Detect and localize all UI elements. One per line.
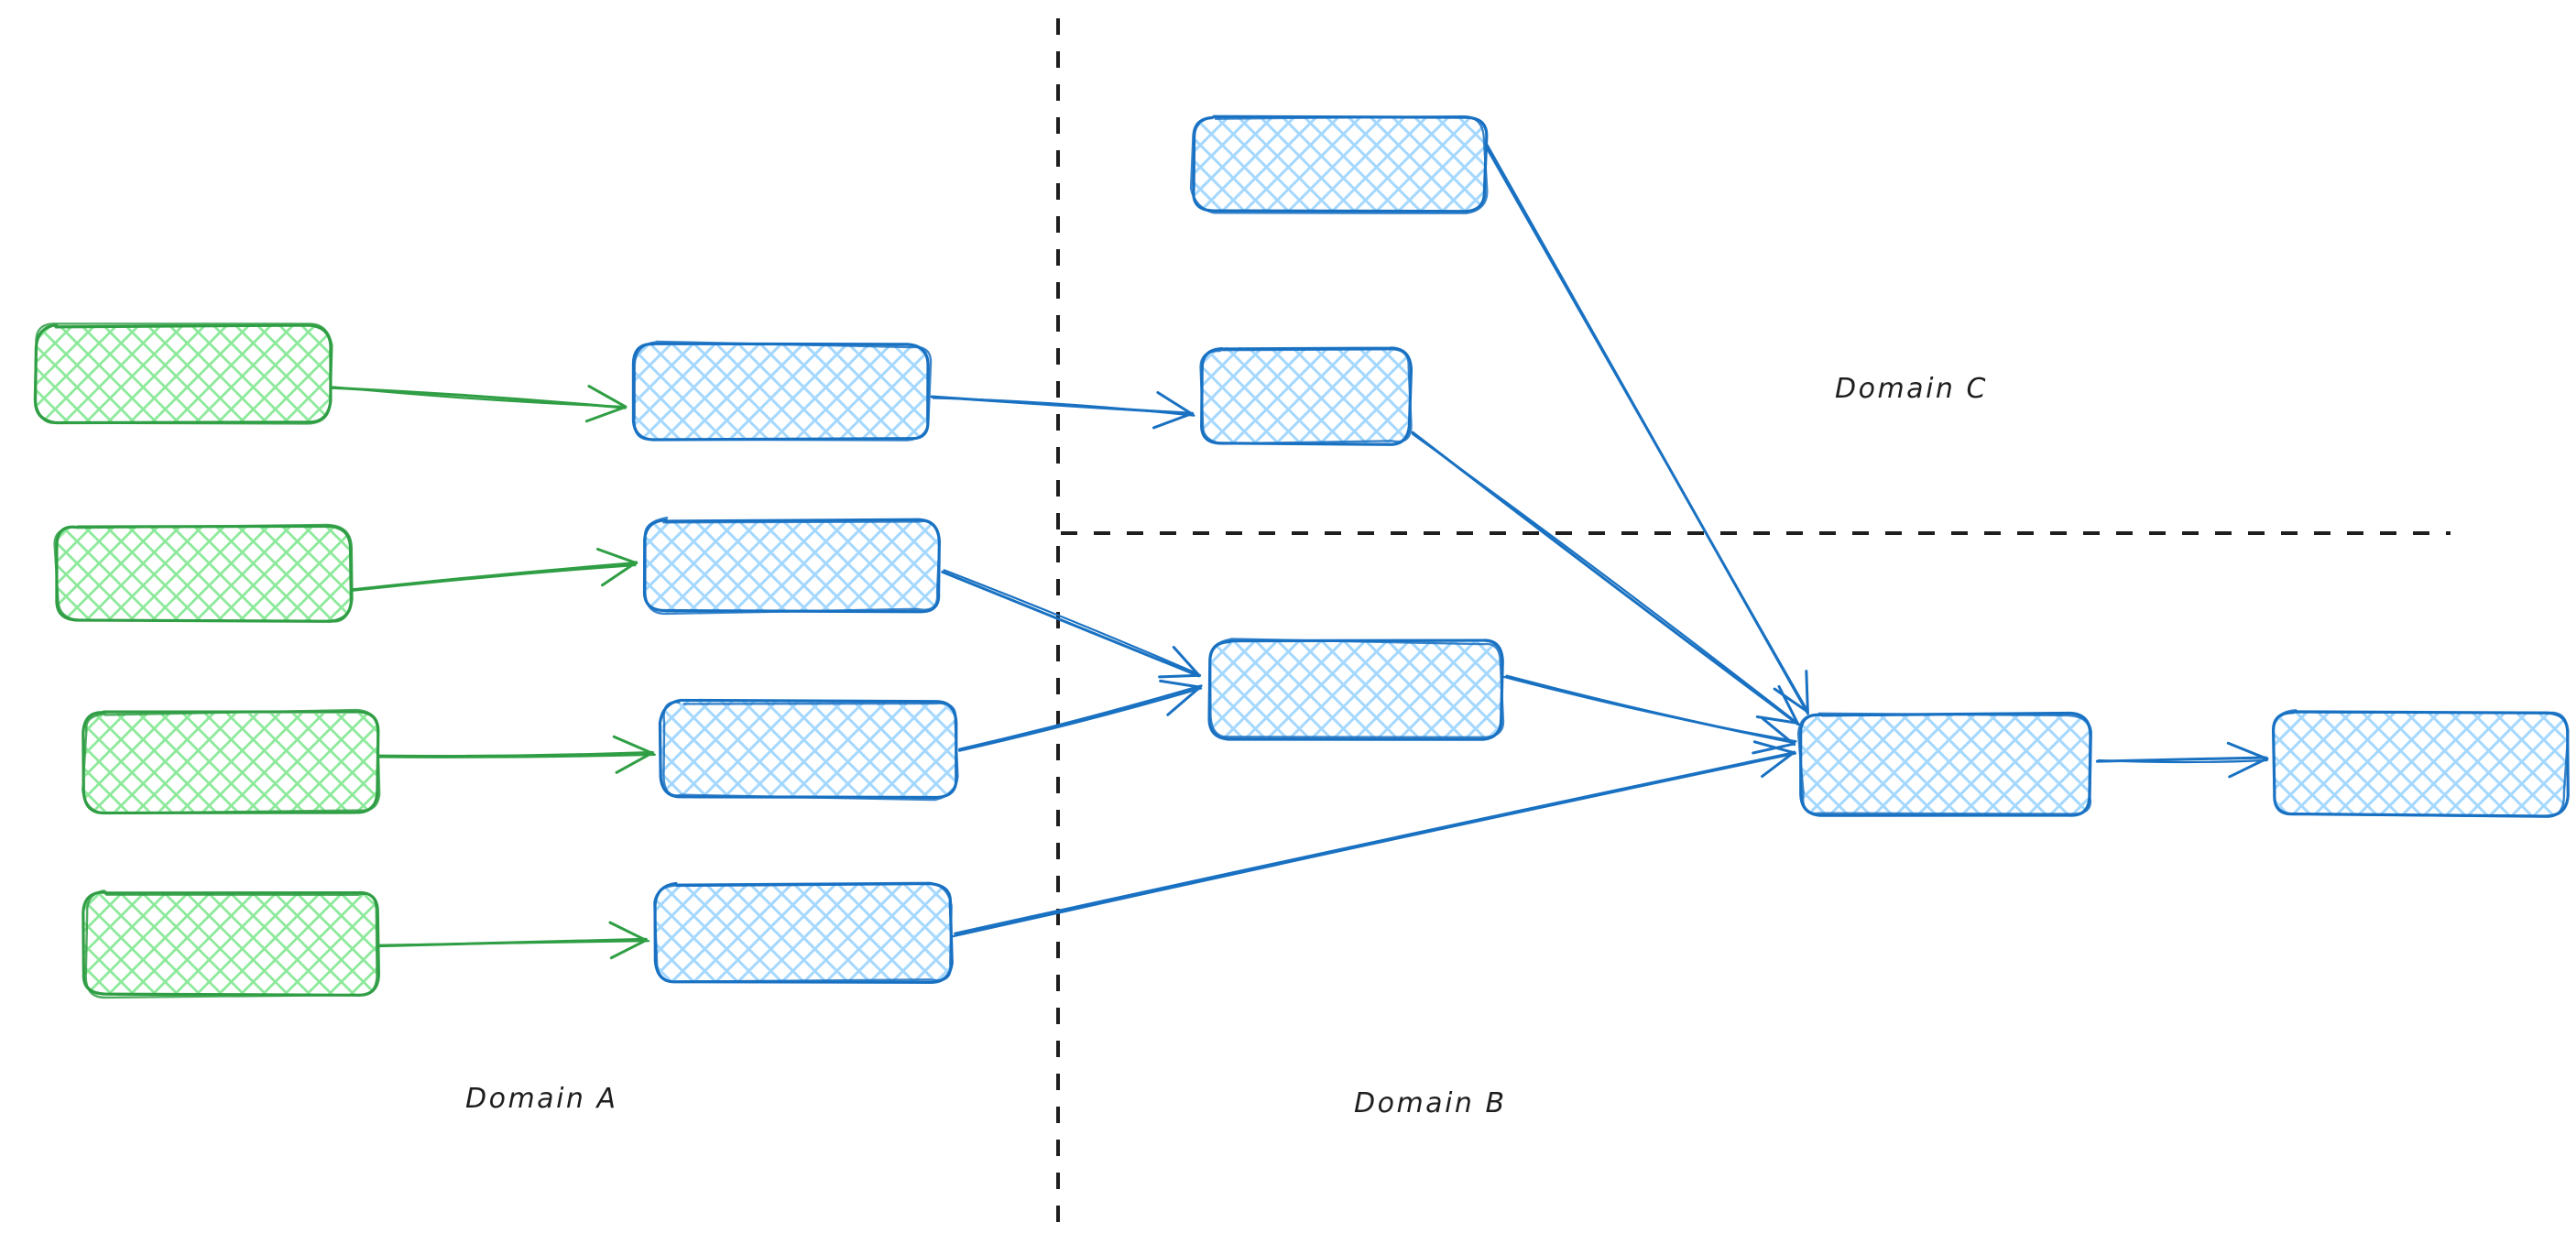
diagram-node[interactable] [1207,638,1505,741]
diagram-edge[interactable] [375,735,656,774]
diagram-node[interactable] [1796,711,2092,817]
diagram-node[interactable] [631,340,933,442]
diagram-node[interactable] [53,523,354,623]
edge-layer [329,143,2269,960]
diagram-node[interactable] [653,881,954,984]
diagram-edge[interactable] [349,548,639,592]
diagram-edge[interactable] [941,569,1202,679]
diagram-edge[interactable] [957,679,1203,752]
diagram-node[interactable] [642,516,941,616]
domain-b-label: Domain B [1354,1087,1507,1119]
diagram-edge[interactable] [1502,674,1797,755]
diagram-edge[interactable] [377,921,650,960]
diagram-node[interactable] [2272,709,2570,818]
domain-a-label: Domain A [465,1083,618,1115]
diagram-node[interactable] [1199,346,1414,446]
node-layer [33,115,2570,999]
domain-c-label: Domain C [1835,373,1988,405]
diagram-node[interactable] [82,708,381,815]
diagram-edge[interactable] [329,385,628,423]
diagram-node[interactable] [658,698,959,802]
diagram-edge[interactable] [2095,741,2269,779]
diagram-node[interactable] [1189,115,1489,214]
diagram-edge[interactable] [951,740,1796,938]
diagram-node[interactable] [82,889,380,999]
diagram-edge[interactable] [930,390,1195,430]
diagram-node[interactable] [33,322,333,425]
divider-layer [1056,18,2450,1235]
diagram-edge[interactable] [1484,143,1809,715]
